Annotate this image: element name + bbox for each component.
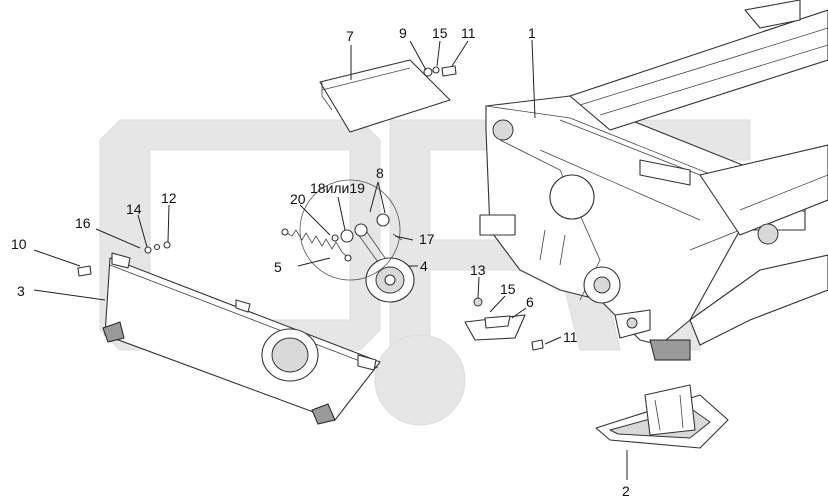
- skid-shoe: [595, 384, 729, 449]
- small-fasteners: [144, 66, 440, 281]
- label-20: 20: [290, 191, 306, 207]
- label-11-bottom: 11: [563, 329, 578, 345]
- leader-lines: [33, 39, 628, 480]
- label-6: 6: [526, 294, 534, 310]
- label-16: 16: [75, 215, 91, 231]
- label-14: 14: [126, 201, 142, 217]
- label-2: 2: [622, 483, 630, 499]
- cover-plate: [319, 59, 451, 133]
- tension-pulley: [354, 224, 415, 303]
- callout-labels: 1 2 3 4 5 6 7 8 9 10 11 11 12 13 14 15 1…: [11, 25, 630, 499]
- label-15-top: 15: [432, 25, 448, 41]
- label-17: 17: [419, 231, 435, 247]
- label-11-top: 11: [461, 25, 476, 41]
- tension-spring: [281, 228, 352, 262]
- label-5: 5: [274, 259, 282, 275]
- label-13: 13: [470, 262, 486, 278]
- shield-plate: [102, 252, 381, 425]
- bracket-and-bolts: [77, 65, 544, 351]
- main-frame: [479, 0, 828, 361]
- label-3: 3: [17, 283, 25, 299]
- label-10: 10: [11, 236, 27, 252]
- label-9: 9: [399, 25, 407, 41]
- label-4: 4: [420, 258, 428, 274]
- label-18-or-19: 18или19: [310, 180, 365, 196]
- label-1: 1: [528, 25, 536, 41]
- label-8: 8: [376, 165, 384, 181]
- label-7: 7: [346, 28, 354, 44]
- label-15-bottom: 15: [500, 281, 516, 297]
- label-12: 12: [161, 190, 177, 206]
